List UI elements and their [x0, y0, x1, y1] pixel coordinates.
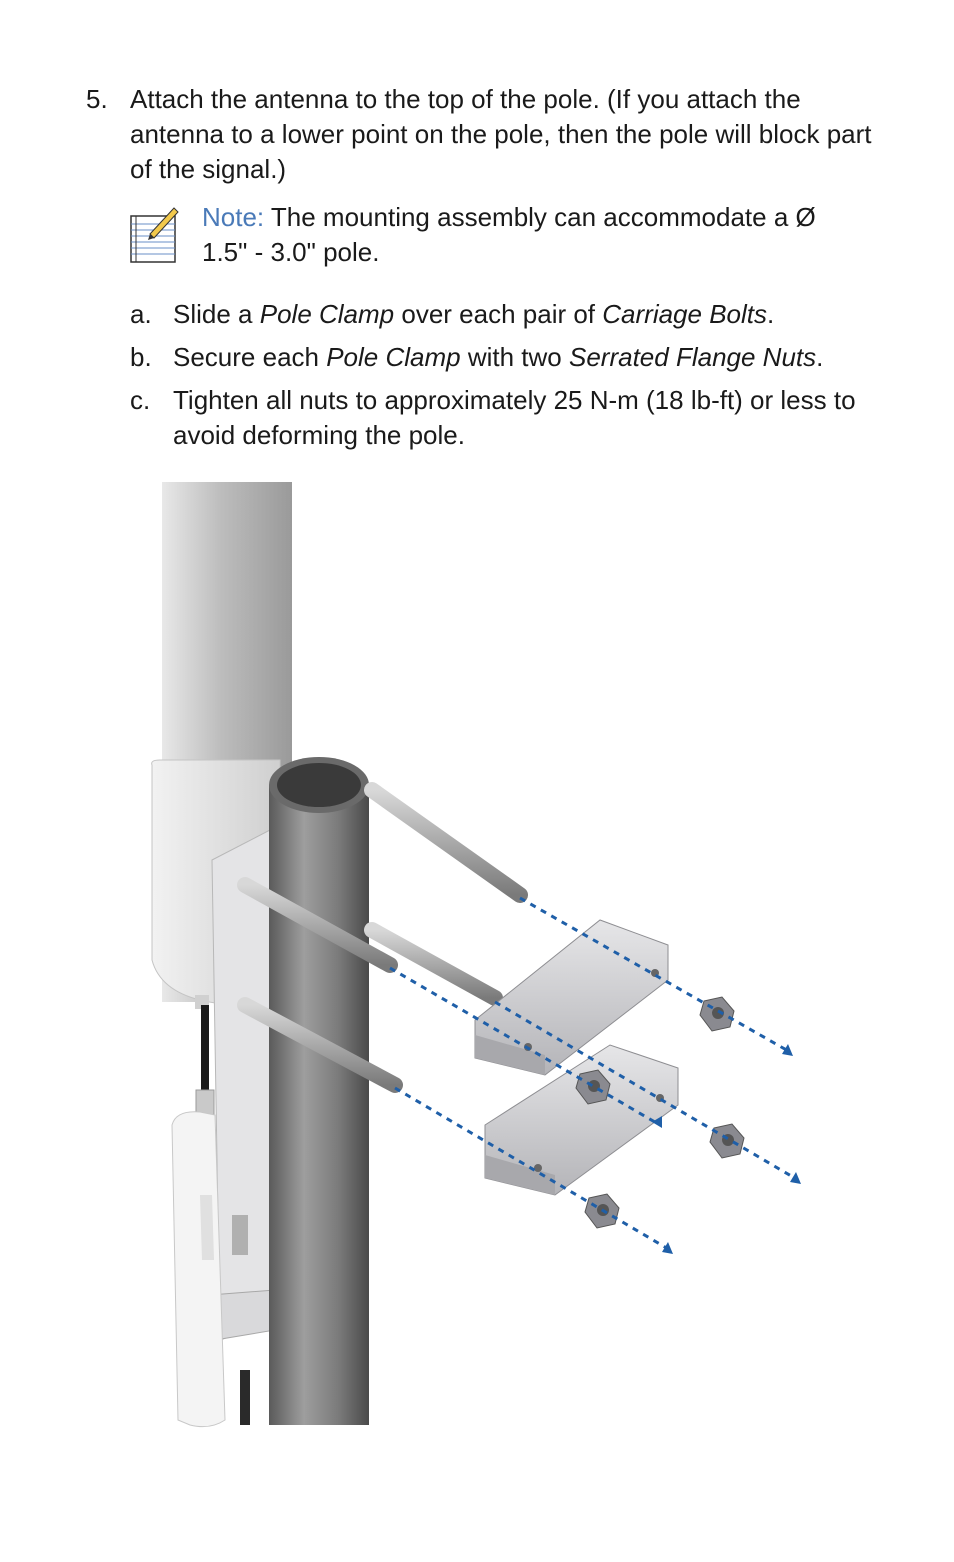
step-number: 5.	[86, 84, 108, 114]
pole-clamp-term: Pole Clamp	[259, 299, 395, 329]
note-text: The mounting assembly can accommodate a …	[202, 202, 816, 267]
carriage-bolt	[364, 922, 503, 1006]
carriage-bolts-term: Carriage Bolts	[602, 299, 767, 329]
assembly-arrow	[494, 1000, 799, 1182]
substep-letter: b.	[130, 342, 152, 372]
substep-text: over each pair of	[394, 299, 603, 329]
carriage-bolt	[237, 877, 398, 973]
step-text: Attach the antenna to the top of the pol…	[130, 84, 872, 184]
substep-text: Secure each	[173, 342, 327, 372]
substep-b: b. Secure each Pole Clamp with two Serra…	[130, 340, 860, 375]
carriage-bolts	[237, 782, 528, 1093]
mounting-illustration	[151, 482, 801, 1428]
substep-text: Slide a	[173, 299, 260, 329]
substep-a: a. Slide a Pole Clamp over each pair of …	[130, 297, 860, 332]
substep-text: Tighten all nuts to approximately 25 N-m…	[173, 385, 856, 450]
arrowhead	[782, 1044, 793, 1056]
substep-text: .	[767, 299, 775, 329]
mounting-bracket	[209, 829, 279, 1341]
assembly-arrow	[389, 966, 661, 1127]
substep-letter: a.	[130, 299, 152, 329]
carriage-bolt	[237, 997, 403, 1093]
arrowheads	[652, 1044, 801, 1254]
substep-text: .	[816, 342, 824, 372]
pole-clamp-upper	[474, 919, 669, 1076]
pole-clamp-term: Pole Clamp	[326, 342, 461, 372]
serrated-flange-nuts-term: Serrated Flange Nuts	[569, 342, 817, 372]
flange-nut	[699, 996, 735, 1032]
substep-c: c. Tighten all nuts to approximately 25 …	[130, 383, 860, 453]
radio-unit	[171, 1111, 226, 1428]
substep-list: a. Slide a Pole Clamp over each pair of …	[130, 297, 860, 461]
carriage-bolt	[364, 782, 528, 903]
substep-letter: c.	[130, 385, 151, 415]
assembly-arrow	[519, 896, 791, 1054]
flange-nut	[709, 1123, 745, 1159]
note-label: Note:	[202, 202, 265, 232]
flange-nut	[575, 1069, 611, 1105]
arrowhead	[662, 1242, 673, 1254]
assembly-arrows	[389, 896, 799, 1252]
assembly-arrow	[394, 1086, 671, 1252]
substep-text: with two	[460, 342, 569, 372]
notepad-pencil-icon	[130, 207, 179, 263]
arrowhead	[652, 1116, 662, 1128]
arrowhead	[790, 1172, 801, 1184]
serrated-flange-nuts	[575, 996, 745, 1229]
steel-pole	[269, 757, 369, 1425]
